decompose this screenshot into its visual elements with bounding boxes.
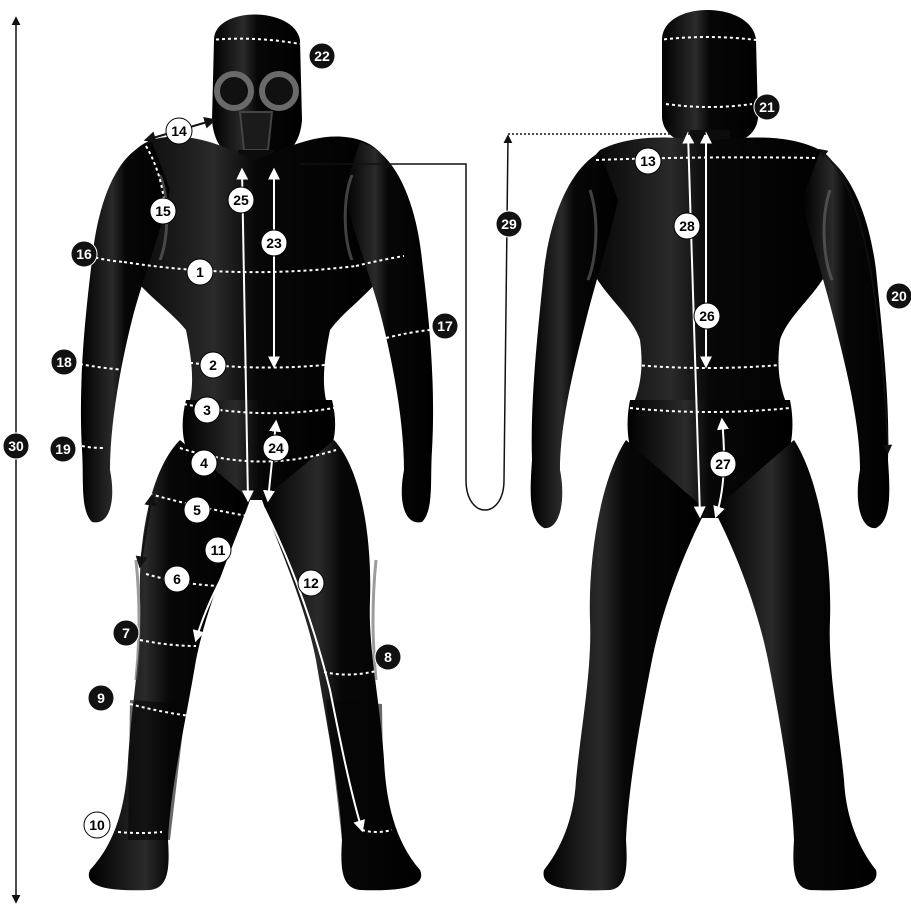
measurement-badge-26: 26 [694,303,720,329]
measurement-badge-7: 7 [113,620,139,646]
measurement-badge-23: 23 [261,230,287,256]
back-right-leg [714,440,876,890]
badge-number: 23 [266,235,282,251]
measurement-badge-12: 12 [298,570,324,596]
badge-number: 15 [155,203,171,219]
front-right-arm [344,142,433,522]
measurement-badge-28: 28 [674,213,700,239]
measurement-badge-4: 4 [191,450,217,476]
measurement-badge-13: 13 [635,148,661,174]
measurement-badge-14: 14 [166,118,192,144]
badge-number: 20 [891,288,907,304]
badge-number: 5 [193,502,201,518]
front-left-arm [81,142,170,522]
badge-number: 8 [384,649,392,665]
gas-mask-right-eye [262,74,296,108]
badge-number: 9 [97,690,105,706]
measurement-badge-21: 21 [754,94,780,120]
measurement-badge-18: 18 [51,349,77,375]
badge-number: 12 [303,575,319,591]
badge-number: 22 [314,48,330,64]
badge-number: 3 [203,402,211,418]
measurement-badge-25: 25 [228,187,254,213]
measurement-badge-19: 19 [50,436,76,462]
badge-number: 30 [8,438,24,454]
badge-number: 26 [699,308,715,324]
badge-number: 4 [200,455,208,471]
measurement-badge-20: 20 [886,283,911,309]
gas-mask-left-eye [217,74,251,108]
measurement-badge-5: 5 [184,497,210,523]
measurement-badge-22: 22 [309,43,335,69]
back-right-arm [802,152,889,528]
measurement-badge-16: 16 [71,241,97,267]
measurement-badge-15: 15 [150,198,176,224]
measurement-badge-6: 6 [164,566,190,592]
measurement-badge-27: 27 [710,451,736,477]
back-left-arm [531,152,618,528]
badge-number: 7 [122,625,130,641]
badge-number: 29 [501,216,517,232]
badge-number: 2 [209,357,217,373]
back-hood [662,10,758,146]
measurement-badge-24: 24 [263,435,289,461]
badge-number: 18 [56,354,72,370]
back-left-leg [544,440,706,890]
badge-number: 10 [89,817,105,833]
badge-number: 25 [233,192,249,208]
measurement-badge-8: 8 [375,644,401,670]
badge-number: 13 [640,153,656,169]
measurement-badge-9: 9 [88,685,114,711]
badge-number: 28 [679,218,695,234]
badge-number: 6 [173,571,181,587]
badge-number: 19 [55,441,71,457]
badge-number: 21 [759,99,775,115]
badge-number: 27 [715,456,731,472]
badge-number: 24 [268,440,284,456]
back-torso [579,138,841,413]
badge-number: 17 [437,318,453,334]
measurement-badge-29: 29 [496,211,522,237]
badge-number: 11 [211,542,226,558]
measurement-badge-3: 3 [194,397,220,423]
badge-number: 1 [196,264,204,280]
front-figure [81,15,433,891]
measurement-badge-1: 1 [187,259,213,285]
gas-mask-snout [240,112,272,150]
badge-number: 14 [171,123,187,139]
measurement-badge-10: 10 [84,812,110,838]
back-figure [531,10,890,890]
measurement-badge-11: 11 [205,537,231,563]
measurement-badge-30: 30 [3,433,29,459]
measurement-badge-17: 17 [432,313,458,339]
badge-number: 16 [76,246,92,262]
measurement-badge-2: 2 [200,352,226,378]
